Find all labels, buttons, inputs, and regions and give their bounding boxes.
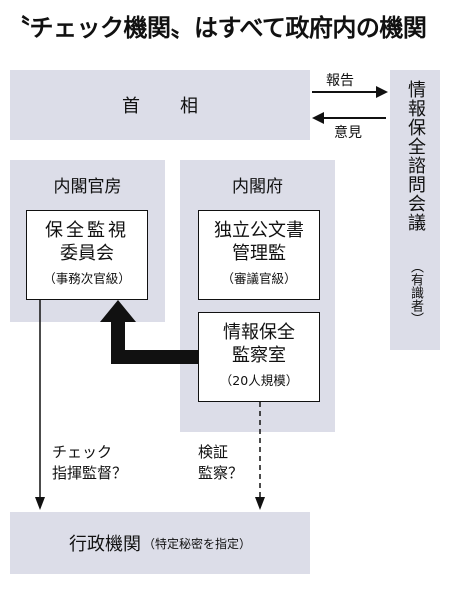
advisory-council-name: 情報保全諮問会議 [405, 80, 426, 232]
opinion-arrow-head [312, 112, 324, 124]
inspection-office-name-1: 情報保全 [223, 322, 295, 343]
inspection-office-size: （20人規模） [219, 373, 299, 388]
prime-minister-label: 首相 [122, 96, 238, 117]
supervise-arrow-head [35, 497, 45, 510]
check-label-1: チェック [52, 443, 113, 461]
report-label: 報告 [326, 73, 354, 89]
inspection-office-name-2: 監察室 [232, 345, 286, 366]
archives-inspector-name-1: 独立公文書 [214, 220, 304, 241]
archives-inspector-name-2: 管理監 [232, 243, 286, 264]
thick-report-arrow-head [100, 300, 136, 322]
oversight-committee-name-1: 保全監視 [45, 220, 129, 241]
prime-minister-panel: 首相 [10, 70, 310, 140]
opinion-label: 意見 [334, 125, 362, 141]
report-arrow-head [376, 86, 388, 98]
administrative-agencies-panel: 行政機関 （特定秘密を指定） [10, 512, 310, 574]
administrative-agencies-note: （特定秘密を指定） [142, 536, 251, 551]
archives-inspector-box: 独立公文書 管理監 （審議官級） [198, 210, 320, 300]
advisory-council-panel: 情報保全諮問会議 （有識者） [390, 70, 440, 350]
check-supervise-label: チェック 指揮監督？ [52, 442, 127, 484]
check-label-2: 指揮監督？ [52, 464, 128, 482]
inspection-office-box: 情報保全 監察室 （20人規模） [198, 312, 320, 402]
inspect-arrow-head [255, 497, 265, 510]
oversight-committee-rank: （事務次官級） [43, 271, 131, 286]
page-title: 〝チェック機関〟はすべて政府内の機関 [6, 14, 427, 42]
thick-report-arrow-line [111, 318, 198, 364]
archives-inspector-rank: （審議官級） [221, 271, 297, 286]
cabinet-secretariat-label: 内閣官房 [53, 177, 122, 197]
oversight-committee-name-2: 委員会 [60, 243, 114, 264]
verify-label-1: 検証 [198, 443, 229, 461]
oversight-committee-box: 保全監視 委員会 （事務次官級） [26, 210, 148, 300]
advisory-council-note: （有識者） [408, 260, 423, 325]
cabinet-office-label: 内閣府 [232, 177, 283, 197]
administrative-agencies-label: 行政機関 [68, 534, 141, 555]
verify-inspect-label: 検証 監察？ [198, 442, 243, 484]
verify-label-2: 監察？ [198, 464, 244, 482]
